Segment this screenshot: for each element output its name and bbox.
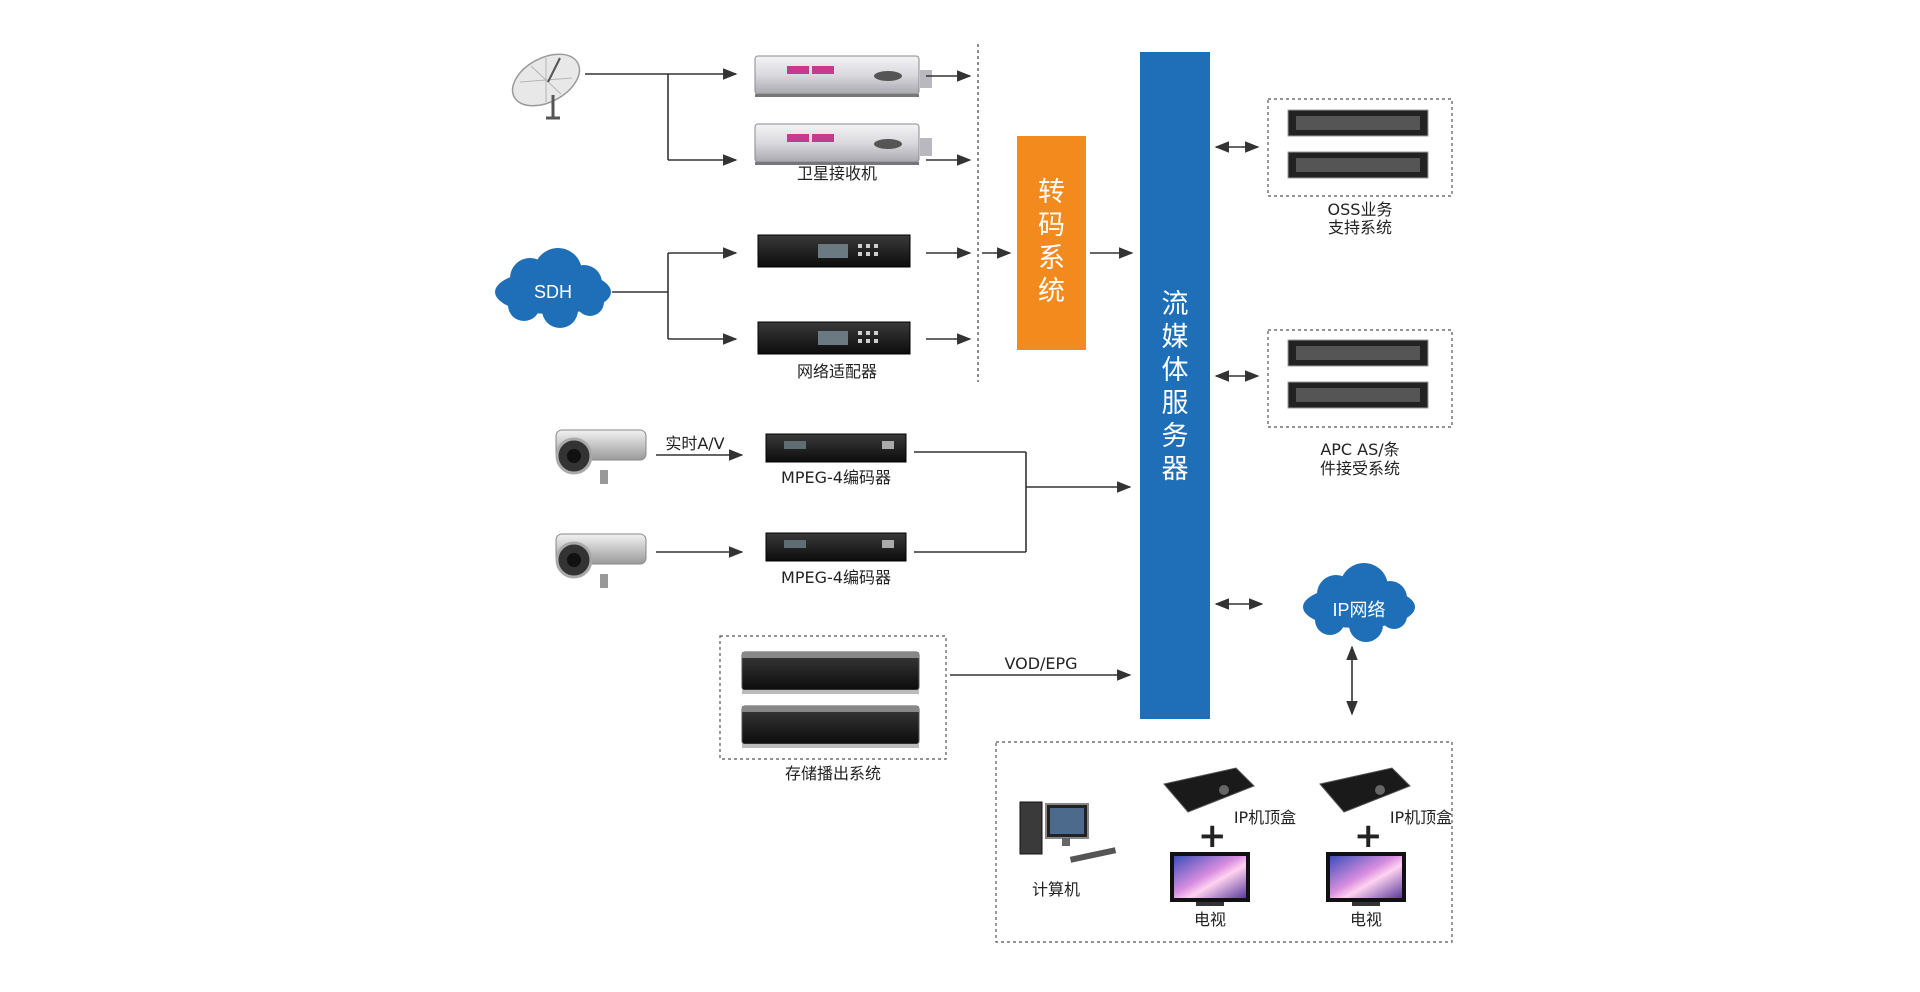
computer-icon [1019, 801, 1117, 863]
transcoder-label-text: 转码系统 [1038, 177, 1065, 307]
storage-server-icon [741, 705, 920, 748]
encoder-icon [765, 433, 907, 463]
apc-label-line1: APC AS/条 [1320, 440, 1400, 459]
sdh-label: SDH [533, 282, 572, 302]
tv-icon [1170, 852, 1250, 906]
realtime-av-label: 实时A/V [665, 434, 725, 453]
apc-label-line2: 件接受系统 [1319, 459, 1400, 478]
tv-1-label: 电视 [1193, 910, 1226, 929]
mpeg4-encoder-2-label: MPEG-4编码器 [781, 568, 891, 587]
set-top-box-icon [1163, 767, 1255, 813]
mpeg4-encoder-1-label: MPEG-4编码器 [781, 468, 891, 487]
set-top-box-icon [1319, 767, 1411, 813]
stream-server-label-text: 流媒体服务器 [1161, 289, 1189, 485]
ip-network-label: IP网络 [1332, 600, 1386, 620]
rack-server-icon [1287, 339, 1429, 409]
stream-server-box [1140, 52, 1210, 719]
network-adapter-label: 网络适配器 [796, 362, 877, 381]
rack-server-icon [1287, 109, 1429, 179]
vod-epg-label: VOD/EPG [1004, 654, 1078, 673]
sdh-cloud-icon [495, 248, 611, 328]
client-group-frame [995, 741, 1453, 943]
satellite-dish-icon [511, 53, 581, 120]
satellite-receiver-icon [754, 123, 932, 165]
ip-network-cloud-icon [1303, 563, 1415, 642]
plus-sign: + [1198, 816, 1227, 856]
stream-server-label: 流媒体服务器 [1140, 288, 1210, 486]
storage-server-icon [741, 651, 920, 694]
transcoder-box [1017, 136, 1086, 350]
computer-label: 计算机 [1031, 880, 1080, 899]
camera-icon [555, 429, 647, 484]
satellite-receiver-icon [754, 55, 932, 97]
encoder-icon [765, 532, 907, 562]
tv-2-label: 电视 [1349, 910, 1382, 929]
stb-2-label: IP机顶盒 [1389, 808, 1453, 827]
oss-label-line2: 支持系统 [1327, 218, 1392, 237]
connectors [585, 68, 1358, 716]
plus-sign: + [1354, 816, 1383, 856]
tv-icon [1326, 852, 1406, 906]
network-adapter-icon [757, 234, 911, 268]
oss-label-line1: OSS业务 [1327, 200, 1393, 219]
satellite-receiver-label: 卫星接收机 [796, 164, 877, 183]
network-adapter-icon [757, 321, 911, 355]
storage-label: 存储播出系统 [784, 764, 881, 783]
oss-group-frame [1267, 98, 1453, 197]
apc-group-frame [1267, 329, 1453, 428]
storage-group-frame [719, 635, 947, 760]
transcoder-label: 转码系统 [1017, 176, 1086, 308]
stb-1-label: IP机顶盒 [1233, 808, 1297, 827]
camera-icon [555, 533, 647, 588]
